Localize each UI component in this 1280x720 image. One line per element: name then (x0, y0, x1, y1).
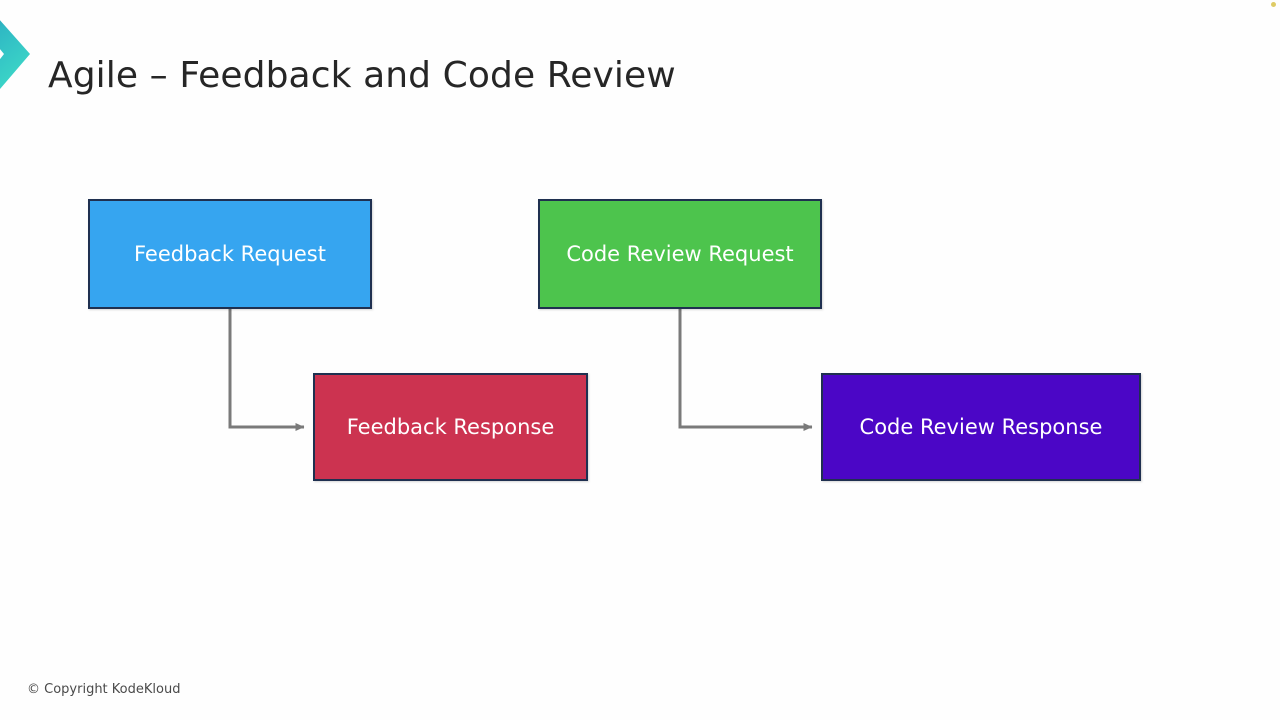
node-code-review-request[interactable]: Code Review Request (538, 199, 822, 309)
page-title: Agile – Feedback and Code Review (48, 55, 676, 96)
connector-code-review-request-to-code-review-response (678, 309, 813, 431)
node-feedback-response[interactable]: Feedback Response (313, 373, 588, 481)
node-code-review-response[interactable]: Code Review Response (821, 373, 1141, 481)
node-code-review-request-label: Code Review Request (566, 242, 794, 266)
node-feedback-request[interactable]: Feedback Request (88, 199, 372, 309)
node-code-review-response-label: Code Review Response (859, 415, 1103, 439)
node-feedback-request-label: Feedback Request (134, 242, 326, 266)
node-feedback-response-label: Feedback Response (346, 415, 555, 439)
connector-feedback-request-to-feedback-response (228, 309, 305, 431)
corner-dot-marker (1271, 2, 1276, 7)
footer-copyright: © Copyright KodeKloud (27, 682, 181, 697)
